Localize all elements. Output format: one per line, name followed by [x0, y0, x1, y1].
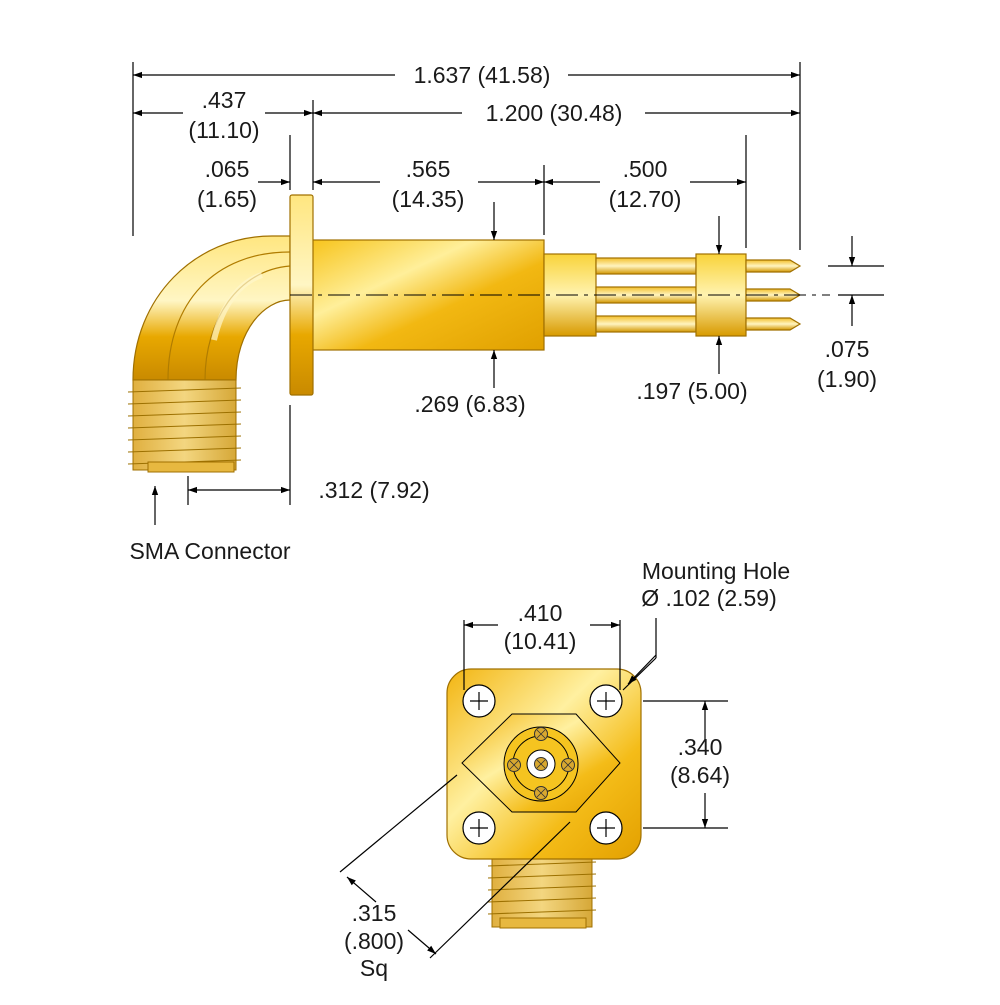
dimension-lines — [133, 71, 856, 525]
dim-barrel-diameter: .269 (6.83) — [414, 391, 525, 417]
label-hole-diameter: Ø .102 (2.59) — [641, 585, 777, 611]
dim-barrel-mm: (14.35) — [392, 186, 465, 212]
dim-flange-thickness-in: .065 — [205, 156, 250, 182]
dim-flange-in: .437 — [202, 87, 247, 113]
label-sma-connector: SMA Connector — [129, 538, 290, 564]
dim-width-mm: (10.41) — [504, 628, 577, 654]
dim-overall: 1.637 (41.58) — [414, 62, 551, 88]
label-mounting-hole: Mounting Hole — [642, 558, 790, 584]
barrel — [311, 239, 545, 351]
dim-body-length: 1.200 (30.48) — [486, 100, 623, 126]
extension-lines — [132, 62, 884, 505]
end-dimension-lines — [346, 621, 709, 955]
dim-pins-in: .500 — [623, 156, 668, 182]
dim-flange-mm: (11.10) — [188, 117, 259, 143]
end-extension-lines — [339, 618, 728, 959]
dim-height-mm: (8.64) — [670, 762, 730, 788]
sma-thread — [127, 379, 242, 473]
dim-block-diameter: .197 (5.00) — [636, 378, 747, 404]
dim-flange-thickness-mm: (1.65) — [197, 186, 257, 212]
mounting-holes — [462, 684, 623, 845]
dim-pins-mm: (12.70) — [609, 186, 682, 212]
dim-offset: .312 (7.92) — [318, 477, 429, 503]
pin-tips — [745, 259, 802, 331]
dim-square-in: .315 — [352, 900, 397, 926]
end-view: .410 (10.41) .340 (8.64) .315 (.800) Sq … — [339, 558, 790, 981]
dim-square-sq: Sq — [360, 955, 388, 981]
end-pins — [507, 727, 575, 800]
dim-square-mm: (.800) — [344, 928, 404, 954]
dim-width-in: .410 — [518, 600, 563, 626]
dim-height-in: .340 — [678, 734, 723, 760]
side-view: 1.637 (41.58) .437 (11.10) 1.200 (30.48)… — [127, 62, 884, 564]
dim-pitch-mm: (1.90) — [817, 366, 877, 392]
dim-pitch-in: .075 — [825, 336, 870, 362]
end-thread — [487, 854, 597, 929]
dim-barrel-in: .565 — [406, 156, 451, 182]
elbow-body — [132, 235, 291, 381]
